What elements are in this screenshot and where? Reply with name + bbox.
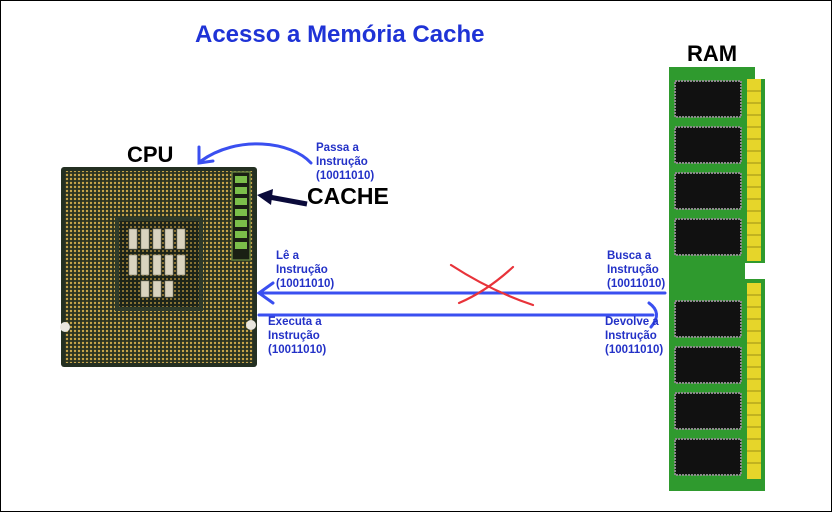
note-executa-instrucao: Executa a Instrução (10011010) — [268, 316, 327, 356]
crossed-out-mark — [449, 263, 535, 307]
ram-module — [669, 67, 767, 491]
cache-pointer-arrow — [257, 189, 308, 207]
note-devolve-instrucao: Devolve a Instrução (10011010) — [605, 316, 664, 356]
ram-label: RAM — [687, 41, 738, 66]
diagram-title: Acesso a Memória Cache — [195, 21, 485, 48]
flow-arrows — [197, 142, 667, 329]
note-passa-instrucao: Passa a Instrução (10011010) — [316, 142, 375, 182]
cache-label: CACHE — [307, 183, 389, 209]
cpu-label: CPU — [127, 142, 174, 167]
note-le-instrucao: Lê a Instrução (10011010) — [276, 250, 335, 290]
cpu-chip — [60, 167, 257, 367]
note-busca-instrucao: Busca a Instrução (10011010) — [607, 250, 666, 290]
